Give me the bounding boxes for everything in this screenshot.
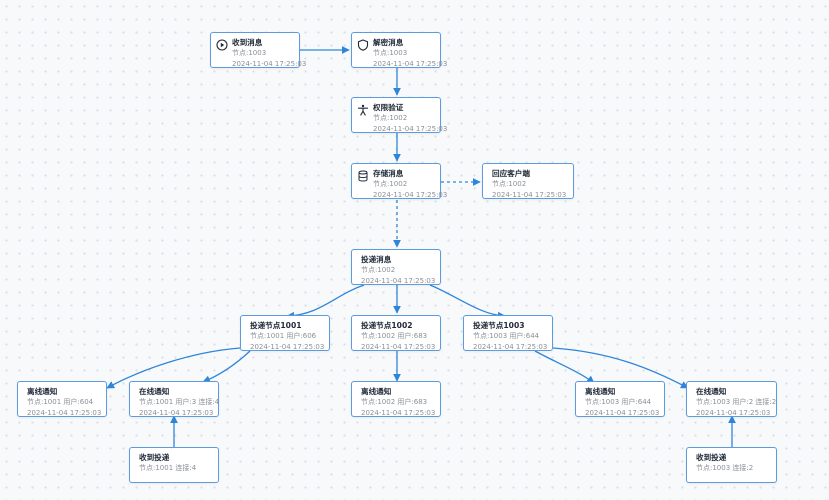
- edge-1003-online: [552, 347, 689, 389]
- node-meta: 节点:1003 用户:644: [473, 332, 540, 340]
- node-decrypt-message[interactable]: 解密消息 节点:1003 2024-11-04 17:25:03: [351, 32, 448, 68]
- node-meta: 节点:1003 连接:2: [696, 464, 754, 472]
- node-meta: 节点:1002: [373, 180, 408, 188]
- node-timestamp: 2024-11-04 17:25:03: [373, 190, 448, 199]
- node-timestamp: 2024-11-04 17:25:03: [250, 342, 325, 351]
- node-offline-notify-1001[interactable]: 离线通知 节点:1001 用户:604 2024-11-04 17:25:03: [17, 381, 107, 417]
- node-meta: 节点:1003 用户:644: [585, 398, 652, 406]
- node-offline-notify-1002[interactable]: 离线通知 节点:1002 用户:683 2024-11-04 17:25:03: [351, 381, 441, 417]
- node-reply-client[interactable]: 回应客户端 节点:1002 2024-11-04 17:25:03: [482, 163, 574, 199]
- node-permission-check[interactable]: 权限验证 节点:1002 2024-11-04 17:25:03: [351, 97, 448, 133]
- node-deliver-1002[interactable]: 投递节点1002 节点:1002 用户:683 2024-11-04 17:25…: [351, 315, 441, 351]
- node-receive-message[interactable]: 收到消息 节点:1003 2024-11-04 17:25:03: [210, 32, 307, 68]
- node-meta: 节点:1001 连接:4: [139, 464, 197, 472]
- node-timestamp: 2024-11-04 17:25:03: [232, 59, 307, 68]
- node-timestamp: 2024-11-04 17:25:03: [492, 190, 567, 199]
- node-meta: 节点:1003: [232, 49, 267, 57]
- node-timestamp: 2024-11-04 17:25:03: [373, 59, 448, 68]
- node-title: 权限验证: [373, 103, 404, 112]
- node-timestamp: 2024-11-04 17:25:03: [27, 408, 102, 417]
- node-title: 离线通知: [361, 387, 392, 396]
- node-meta: 节点:1002: [492, 180, 527, 188]
- node-title: 解密消息: [373, 38, 404, 47]
- node-timestamp: 2024-11-04 17:25:03: [373, 124, 448, 133]
- edge-1001-offline: [106, 347, 241, 389]
- node-meta: 节点:1001 用户:3 连接:4: [139, 398, 220, 406]
- node-online-notify-1003[interactable]: 在线通知 节点:1003 用户:2 连接:2 2024-11-04 17:25:…: [686, 381, 777, 417]
- node-title: 投递消息: [361, 255, 392, 264]
- accessibility-icon: [357, 104, 369, 116]
- node-meta: 节点:1002 用户:683: [361, 398, 428, 406]
- node-title: 回应客户端: [492, 169, 530, 178]
- node-title: 收到投递: [139, 453, 170, 462]
- node-title: 投递节点1003: [473, 321, 525, 330]
- edge-deliver-1003: [429, 284, 506, 320]
- node-title: 收到消息: [232, 38, 263, 47]
- node-store-message[interactable]: 存储消息 节点:1002 2024-11-04 17:25:03: [351, 163, 448, 199]
- node-deliver-message[interactable]: 投递消息 节点:1002 2024-11-04 17:25:03: [351, 249, 441, 285]
- node-timestamp: 2024-11-04 17:25:03: [473, 342, 548, 351]
- node-title: 离线通知: [27, 387, 58, 396]
- node-timestamp: 2024-11-04 17:25:03: [585, 408, 660, 417]
- database-icon: [357, 170, 369, 182]
- node-timestamp: 2024-11-04 17:25:03: [696, 408, 771, 417]
- node-deliver-1003[interactable]: 投递节点1003 节点:1003 用户:644 2024-11-04 17:25…: [463, 315, 553, 351]
- node-title: 在线通知: [696, 387, 727, 396]
- node-meta: 节点:1001 用户:604: [27, 398, 94, 406]
- node-meta: 节点:1002: [361, 266, 396, 274]
- node-meta: 节点:1003 用户:2 连接:2: [696, 398, 777, 406]
- node-online-notify-1001[interactable]: 在线通知 节点:1001 用户:3 连接:4 2024-11-04 17:25:…: [129, 381, 219, 417]
- node-title: 投递节点1001: [250, 321, 302, 330]
- node-meta: 节点:1002 用户:683: [361, 332, 428, 340]
- node-meta: 节点:1001 用户:606: [250, 332, 317, 340]
- node-title: 离线通知: [585, 387, 616, 396]
- node-timestamp: 2024-11-04 17:25:03: [361, 276, 436, 285]
- node-meta: 节点:1002: [373, 114, 408, 122]
- node-title: 投递节点1002: [361, 321, 413, 330]
- node-title: 存储消息: [373, 169, 404, 178]
- node-title: 收到投递: [696, 453, 727, 462]
- play-circle-icon: [216, 39, 228, 51]
- node-received-delivery-1003[interactable]: 收到投递 节点:1003 连接:2: [686, 447, 777, 483]
- edge-1001-online: [202, 350, 251, 383]
- edge-deliver-1001: [286, 284, 365, 320]
- node-timestamp: 2024-11-04 17:25:03: [139, 408, 214, 417]
- node-deliver-1001[interactable]: 投递节点1001 节点:1001 用户:606 2024-11-04 17:25…: [240, 315, 330, 351]
- node-timestamp: 2024-11-04 17:25:03: [361, 408, 436, 417]
- node-offline-notify-1003[interactable]: 离线通知 节点:1003 用户:644 2024-11-04 17:25:03: [575, 381, 665, 417]
- node-title: 在线通知: [139, 387, 170, 396]
- node-received-delivery-1001[interactable]: 收到投递 节点:1001 连接:4: [129, 447, 219, 483]
- node-timestamp: 2024-11-04 17:25:03: [361, 342, 436, 351]
- node-meta: 节点:1003: [373, 49, 408, 57]
- edge-1003-offline: [534, 350, 595, 384]
- shield-icon: [357, 39, 369, 51]
